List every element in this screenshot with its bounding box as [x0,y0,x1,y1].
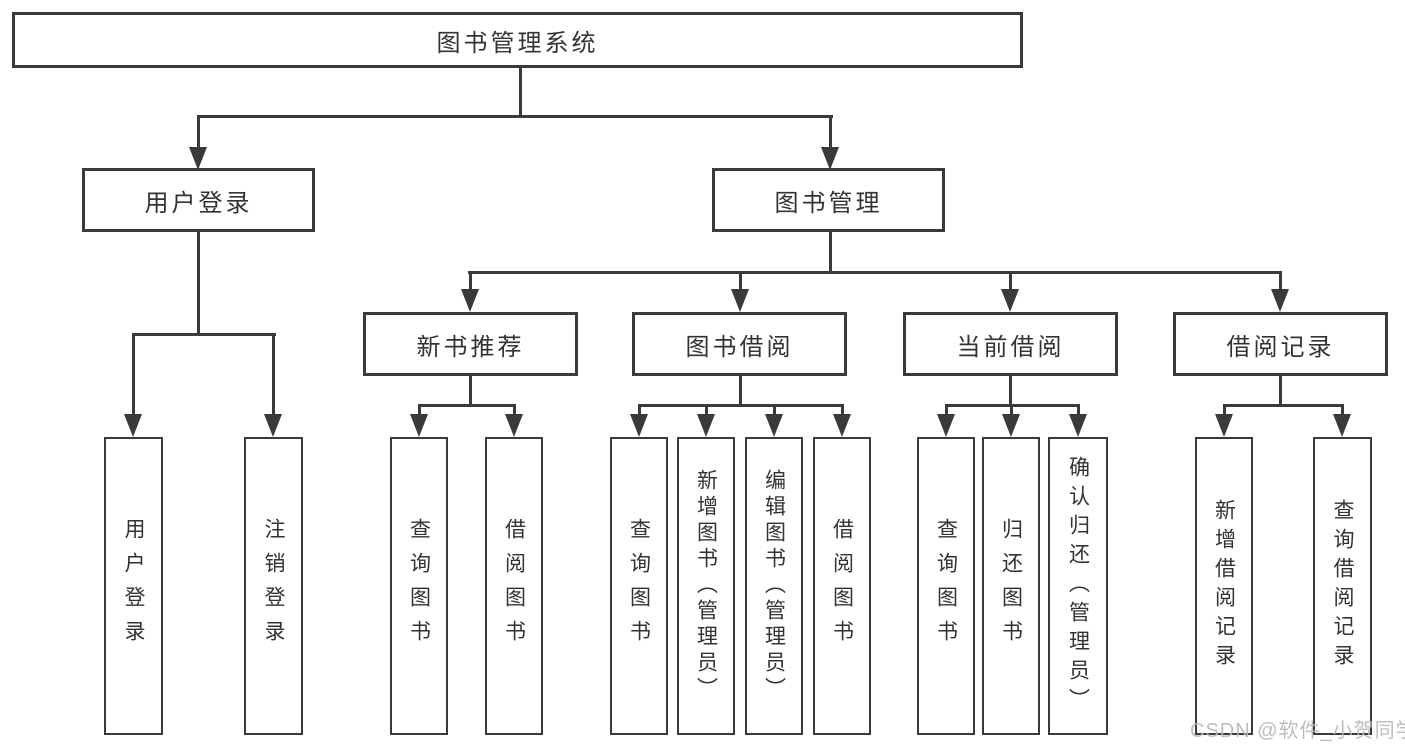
connector-arrowhead [1215,414,1233,437]
connector-line [829,115,832,149]
connector-line [469,376,472,407]
leaf-query-books-current: 查询图书 [917,437,975,735]
node-label: 确认归还（管理员） [1066,455,1090,717]
node-label: 注销登录 [262,518,285,654]
leaf-return-book: 归还图书 [982,437,1040,735]
connector-arrowhead [1002,414,1020,437]
connector-arrowhead [765,414,783,437]
leaf-borrow-books-borrowing: 借阅图书 [813,437,871,735]
connector-line [132,333,135,415]
connector-line [773,404,776,416]
connector-line [197,232,200,336]
node-label: 用户登录 [144,189,253,217]
node-label: 查询借阅记录 [1331,499,1354,673]
connector-line [1223,404,1344,407]
node-user-login: 用户登录 [82,168,315,232]
connector-line [197,115,200,149]
connector-arrowhead [1333,414,1351,437]
node-label: 新增图书（管理员） [694,469,718,703]
node-label: 图书管理 [774,189,883,217]
node-label: 查询图书 [934,518,958,654]
leaf-user-login: 用户登录 [104,437,163,735]
node-label: 查询图书 [407,518,431,654]
node-label: 当前借阅 [956,333,1065,361]
node-label: 用户登录 [122,518,145,654]
leaf-add-borrow-record: 新增借阅记录 [1195,437,1253,735]
connector-line [197,115,833,118]
node-book-management: 图书管理 [712,168,945,232]
connector-line [945,404,948,416]
node-label: 借阅图书 [502,518,526,654]
connector-line [1279,271,1282,290]
node-label: 借阅记录 [1226,333,1335,361]
connector-line [739,376,742,407]
leaf-borrow-books-recommend: 借阅图书 [485,437,543,735]
node-label: 新书推荐 [416,333,525,361]
node-book-borrowing: 图书借阅 [632,312,847,376]
node-label: 借阅图书 [830,518,854,654]
connector-arrowhead [461,289,479,312]
connector-line [519,66,522,118]
connector-line [739,271,742,290]
leaf-edit-book-admin: 编辑图书（管理员） [745,437,803,735]
connector-line [1341,404,1344,416]
connector-arrowhead [189,147,207,170]
node-label: 图书借阅 [685,333,794,361]
node-label: 查询图书 [627,518,651,654]
connector-arrowhead [124,414,142,437]
leaf-query-books-recommend: 查询图书 [390,437,448,735]
leaf-query-books-borrowing: 查询图书 [610,437,668,735]
connector-line [638,404,641,416]
node-borrowing-records: 借阅记录 [1173,312,1388,376]
connector-line [1009,376,1012,407]
connector-line [468,271,1282,274]
connector-arrowhead [821,147,839,170]
connector-line [841,404,844,416]
connector-arrowhead [833,414,851,437]
leaf-add-book-admin: 新增图书（管理员） [677,437,735,735]
connector-arrowhead [731,289,749,312]
connector-arrowhead [264,414,282,437]
node-new-book-recommend: 新书推荐 [363,312,578,376]
node-label: 归还图书 [999,518,1023,654]
watermark: CSDN @软件_小贺同学 [1190,720,1405,742]
connector-line [1223,404,1226,416]
connector-line [418,404,516,407]
connector-arrowhead [1271,289,1289,312]
connector-arrowhead [937,414,955,437]
node-label: 新增借阅记录 [1212,499,1236,673]
connector-line [513,404,516,416]
node-label: 图书管理系统 [436,29,599,57]
connector-line [132,333,276,336]
connector-line [705,404,708,416]
connector-line [1010,404,1013,416]
connector-arrowhead [630,414,648,437]
connector-arrowhead [410,414,428,437]
leaf-logout: 注销登录 [244,437,303,735]
node-library-system: 图书管理系统 [12,12,1023,68]
connector-line [469,271,472,290]
connector-arrowhead [1069,414,1087,437]
connector-arrowhead [697,414,715,437]
connector-line [272,333,275,415]
connector-line [829,232,832,274]
leaf-query-borrow-record: 查询借阅记录 [1313,437,1372,735]
connector-line [1009,271,1012,290]
node-current-borrowing: 当前借阅 [903,312,1118,376]
connector-arrowhead [1001,289,1019,312]
connector-line [638,404,844,407]
connector-arrowhead [505,414,523,437]
connector-line [1279,376,1282,407]
node-label: 编辑图书（管理员） [762,469,786,703]
connector-line [418,404,421,416]
connector-line [1077,404,1080,416]
leaf-confirm-return-admin: 确认归还（管理员） [1048,437,1108,735]
